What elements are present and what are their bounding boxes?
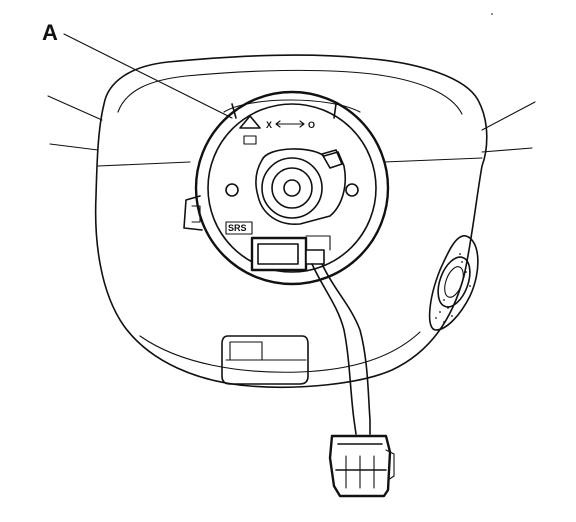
x-symbol: X	[266, 120, 272, 130]
harness-end-connector	[328, 434, 395, 498]
steering-spokes	[47, 95, 536, 153]
callout-label: A	[42, 20, 58, 45]
alignment-arrow-icon	[239, 115, 261, 129]
callout-leader-line	[63, 33, 233, 119]
o-symbol: O	[308, 120, 315, 130]
srs-label: SRS	[228, 223, 247, 233]
srs-label-plate: SRS	[225, 221, 253, 235]
wire-harness	[311, 263, 371, 435]
scan-speck	[491, 13, 493, 15]
airbag-symbol-icon	[243, 135, 257, 145]
lower-slot	[221, 335, 309, 385]
alignment-markings: X O	[239, 115, 315, 145]
side-switch-bulge	[428, 235, 479, 331]
callout-a: A	[42, 20, 233, 119]
reel-connector	[250, 235, 331, 272]
